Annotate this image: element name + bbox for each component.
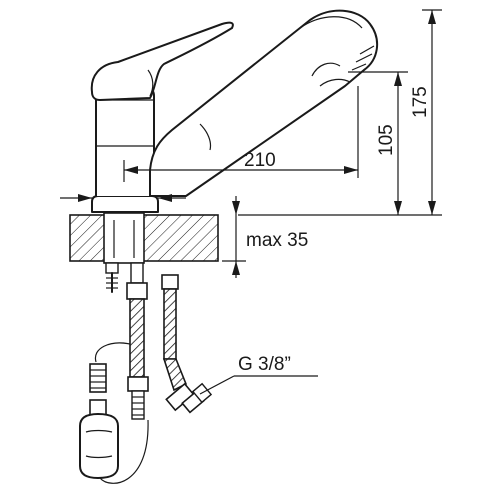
label-connection: G 3/8” bbox=[238, 354, 291, 375]
countertop-section bbox=[69, 212, 219, 264]
label-reach: 210 bbox=[244, 150, 276, 171]
dimension-105 bbox=[348, 71, 408, 215]
label-spout-height: 105 bbox=[376, 124, 397, 156]
dimension-base bbox=[60, 194, 186, 202]
supply-hose-left bbox=[126, 262, 149, 420]
dimension-175 bbox=[238, 9, 442, 216]
check-valve bbox=[79, 342, 149, 484]
pullout-spout bbox=[149, 9, 379, 197]
label-mount-thickness: max 35 bbox=[246, 230, 308, 251]
mounting-stud bbox=[105, 262, 119, 293]
dimension-max35 bbox=[222, 196, 246, 278]
lever-handle bbox=[90, 21, 234, 101]
faucet-body bbox=[91, 87, 159, 213]
leader-g38 bbox=[199, 375, 318, 395]
dimension-210 bbox=[123, 86, 359, 182]
label-total-height: 175 bbox=[410, 86, 431, 118]
